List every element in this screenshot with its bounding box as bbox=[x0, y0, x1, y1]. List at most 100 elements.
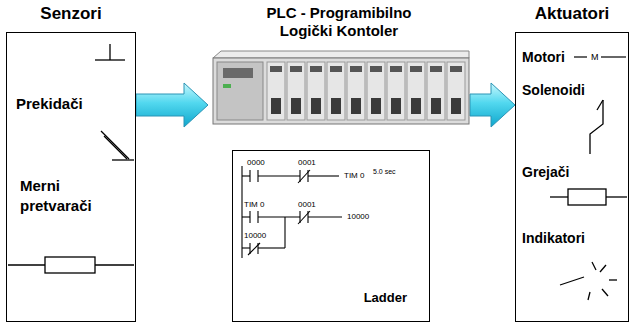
flow-arrow bbox=[136, 83, 208, 127]
plc-rack bbox=[370, 66, 382, 72]
motor-letter: M bbox=[590, 52, 600, 63]
heater-symbol bbox=[550, 189, 627, 205]
plc-rack bbox=[223, 68, 253, 78]
plc-rack bbox=[327, 62, 345, 120]
ladder-rungs bbox=[242, 247, 250, 248]
ladder-rungs bbox=[308, 216, 342, 217]
motor-symbol bbox=[601, 56, 626, 57]
indicator-symbol bbox=[609, 279, 617, 280]
indicator-symbol bbox=[602, 289, 608, 296]
plc-rack bbox=[430, 66, 442, 72]
plc-rack bbox=[330, 66, 342, 72]
plc-rack bbox=[411, 98, 421, 114]
ladder-rungs bbox=[308, 175, 339, 176]
solenoid-symbol bbox=[597, 100, 603, 110]
actuator-label: Motori bbox=[522, 49, 565, 66]
ladder-rungs bbox=[241, 166, 242, 258]
plc-rack bbox=[387, 62, 405, 120]
plc-rack bbox=[431, 98, 441, 114]
contact-address: 0001 bbox=[297, 158, 317, 168]
plc-rack bbox=[271, 98, 461, 114]
plc-rack bbox=[350, 66, 362, 72]
plc-rack bbox=[311, 98, 321, 114]
resistor-symbol bbox=[45, 257, 95, 273]
ladder-rungs bbox=[242, 216, 250, 217]
plc-unit: PLC - Programibilno Logički Kontoler bbox=[208, 4, 470, 130]
plc-rack bbox=[290, 66, 302, 72]
plc-rack bbox=[213, 58, 469, 124]
plc-rack bbox=[217, 62, 263, 120]
flow-arrow bbox=[470, 83, 515, 127]
heater-symbol bbox=[568, 189, 606, 205]
actuator-label: Indikatori bbox=[522, 230, 585, 247]
plc-rack bbox=[427, 62, 445, 120]
indicator-symbol bbox=[588, 292, 590, 300]
resistor-symbol bbox=[95, 264, 134, 265]
plc-rack bbox=[347, 62, 365, 120]
plc-rack bbox=[213, 51, 469, 58]
ladder-rungs bbox=[258, 175, 300, 176]
plc-rack bbox=[390, 66, 402, 72]
plc-rack bbox=[371, 98, 381, 114]
switch-symbol bbox=[101, 131, 134, 160]
solenoid-symbol bbox=[590, 100, 603, 154]
heater-symbol bbox=[606, 196, 627, 197]
indicator-symbol bbox=[592, 262, 596, 270]
indicator-symbol bbox=[560, 277, 584, 285]
plc-rack bbox=[213, 51, 469, 124]
contact-address: 0000 bbox=[246, 158, 266, 168]
indicator-symbol bbox=[600, 265, 606, 272]
plc-rack bbox=[410, 66, 422, 72]
plc-rack bbox=[447, 62, 465, 120]
plc-rack bbox=[407, 62, 425, 120]
plc-rack bbox=[287, 62, 305, 120]
plc-rack bbox=[270, 66, 282, 72]
indicator-symbol bbox=[560, 262, 617, 300]
ladder-rungs bbox=[258, 216, 300, 217]
pushbutton-symbol bbox=[95, 44, 125, 60]
switch-symbol bbox=[104, 136, 127, 159]
panel-heading: Senzori bbox=[0, 4, 155, 24]
motor-symbol bbox=[574, 56, 587, 57]
plc-rack bbox=[391, 98, 401, 114]
plc-rack bbox=[450, 66, 462, 72]
sensor-label: Merni pretvarači bbox=[20, 176, 120, 215]
timer-setting: 5.0 sec bbox=[372, 168, 397, 176]
plc-rack bbox=[331, 98, 341, 114]
ladder-caption: Ladder bbox=[364, 290, 407, 305]
plc-heading: PLC - Programibilno Logički Kontoler bbox=[253, 4, 425, 40]
sensor-label: Prekidači bbox=[16, 95, 83, 113]
actuator-label: Grejači bbox=[522, 164, 569, 181]
contact-address: TIM 0 bbox=[243, 200, 265, 210]
switch-symbol bbox=[101, 131, 129, 159]
plc-rack bbox=[291, 98, 301, 114]
plc-rack bbox=[351, 98, 361, 114]
motor-symbol bbox=[574, 56, 626, 57]
ladder-rungs bbox=[249, 170, 250, 182]
heater-symbol bbox=[550, 196, 568, 197]
coil-name: TIM 0 bbox=[343, 171, 365, 181]
plc-rack bbox=[223, 84, 231, 88]
plc-rack bbox=[307, 62, 325, 120]
ladder-rungs bbox=[242, 175, 250, 176]
pushbutton-symbol bbox=[109, 44, 110, 60]
actuator-label: Solenoidi bbox=[522, 82, 585, 99]
plc-rack bbox=[270, 66, 462, 72]
plc-rack bbox=[267, 62, 285, 120]
contact-address: 0001 bbox=[297, 200, 317, 210]
switch-symbol bbox=[112, 159, 134, 160]
contact-address: 10000 bbox=[243, 231, 267, 241]
ladder-rungs bbox=[258, 247, 285, 248]
ladder-rungs bbox=[249, 211, 250, 223]
solenoid-symbol bbox=[590, 100, 603, 154]
resistor-symbol bbox=[8, 264, 45, 265]
coil-name: 10000 bbox=[346, 212, 370, 222]
panel-heading: Aktuatori bbox=[496, 4, 635, 24]
ladder-rungs bbox=[248, 243, 260, 255]
resistor-symbol bbox=[8, 257, 134, 273]
plc-rack bbox=[310, 66, 322, 72]
plc-rack bbox=[367, 62, 385, 120]
ladder-rungs bbox=[284, 217, 285, 248]
plc-rack bbox=[271, 98, 281, 114]
